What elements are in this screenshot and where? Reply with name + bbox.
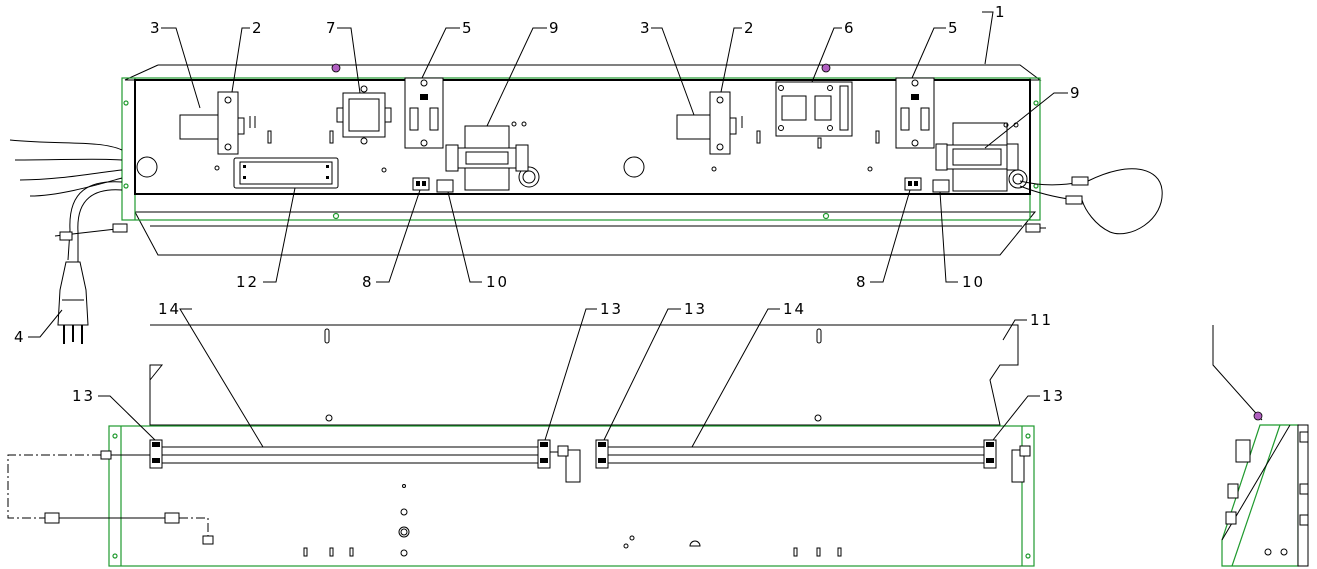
callout-11: 11	[1030, 311, 1053, 329]
top-screw-a	[331, 63, 341, 73]
socket-board-left	[404, 77, 444, 149]
upper-chassis-view	[121, 63, 1042, 256]
callout-13-far-left: 13	[72, 387, 95, 405]
callout-3-right: 3	[640, 19, 652, 37]
callout-1: 1	[995, 3, 1007, 21]
callout-8-left: 8	[362, 273, 374, 291]
callout-3-left: 3	[150, 19, 162, 37]
top-screw-b	[821, 63, 831, 73]
callout-2-left: 2	[252, 19, 264, 37]
terminal-block-left	[179, 91, 256, 155]
display-strip	[233, 157, 339, 189]
callout-9-left: 9	[549, 19, 561, 37]
callout-2-right: 2	[744, 19, 756, 37]
side-view	[1212, 325, 1309, 567]
callout-9-right: 9	[1070, 84, 1082, 102]
callout-14-left: 14	[158, 300, 181, 318]
connector-right	[904, 177, 950, 193]
callout-13-mid-left: 13	[600, 300, 623, 318]
callout-8-right: 8	[856, 273, 868, 291]
lower-tray-view	[7, 324, 1035, 567]
callout-labels: 1 3 2 7 5 9 3 2 6 5 9 12 8 10 8 10 4 11 …	[14, 3, 1082, 405]
leader-lines	[28, 11, 1068, 448]
callout-6: 6	[844, 19, 856, 37]
callout-12: 12	[236, 273, 259, 291]
power-cord	[9, 139, 128, 344]
callout-5-right: 5	[948, 19, 960, 37]
line-filter	[336, 85, 392, 145]
relay-board	[775, 81, 853, 137]
callout-5-left: 5	[462, 19, 474, 37]
callout-10-right: 10	[962, 273, 985, 291]
callout-4: 4	[14, 328, 26, 346]
callout-7: 7	[326, 19, 338, 37]
terminal-block-right	[676, 91, 743, 155]
callout-13-mid-right: 13	[684, 300, 707, 318]
callout-10-left: 10	[486, 273, 509, 291]
callout-13-far-right: 13	[1042, 387, 1065, 405]
callout-14-right: 14	[783, 300, 806, 318]
side-screw	[1253, 411, 1263, 421]
socket-board-right	[895, 77, 935, 149]
connector-left	[412, 177, 454, 193]
lamp-cable	[1019, 168, 1163, 235]
transformer-right	[935, 122, 1019, 192]
transformer-left	[445, 121, 529, 191]
